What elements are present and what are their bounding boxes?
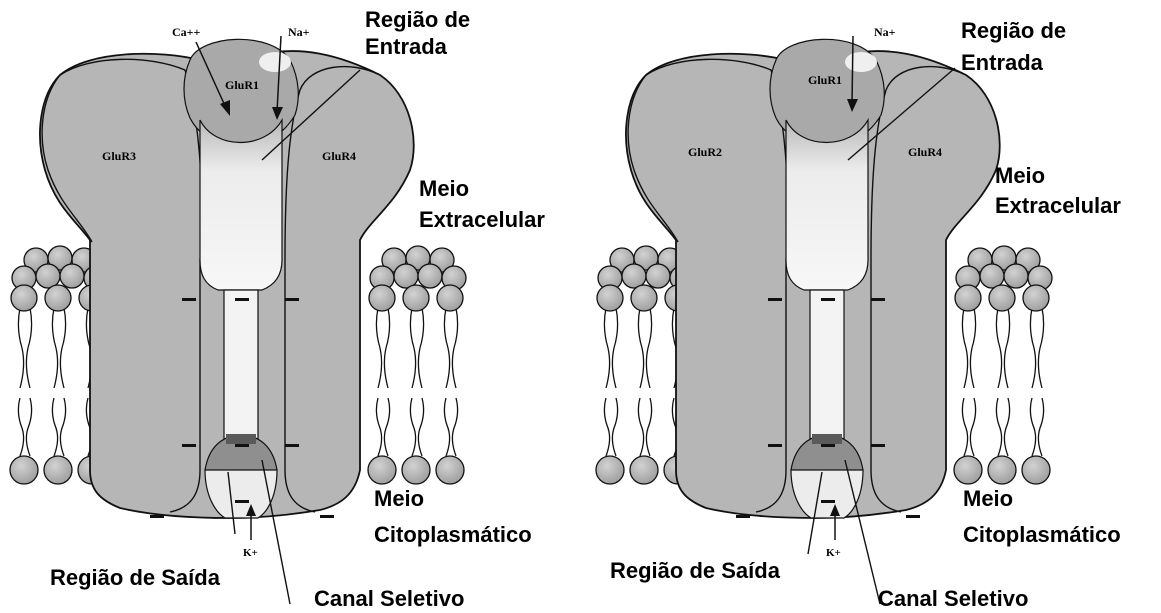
left-label-entrada-1: Região de <box>365 7 470 32</box>
right-subunit-left: GluR2 <box>688 145 722 159</box>
right-ion-na: Na+ <box>874 25 896 39</box>
right-panel: Na+ K+ GluR1 GluR2 GluR4 Região de Entra… <box>596 18 1121 611</box>
right-label-entrada-2: Entrada <box>961 50 1044 75</box>
right-label-saida: Região de Saída <box>610 558 781 583</box>
left-label-extracelular-1: Meio <box>419 176 469 201</box>
left-subunit-right: GluR4 <box>322 149 356 163</box>
right-label-extracelular-1: Meio <box>995 163 1045 188</box>
right-receptor <box>626 39 1000 518</box>
left-label-entrada-2: Entrada <box>365 34 448 59</box>
left-subunit-top: GluR1 <box>225 78 259 92</box>
left-ion-k: K+ <box>243 547 258 559</box>
right-label-citoplasmatico-2: Citoplasmático <box>963 522 1121 547</box>
right-subunit-top: GluR1 <box>808 73 842 87</box>
left-membrane-right <box>368 246 466 484</box>
right-label-canal: Canal Seletivo <box>878 586 1028 611</box>
left-label-citoplasmatico-1: Meio <box>374 486 424 511</box>
left-ion-ca: Ca++ <box>172 25 201 39</box>
left-subunit-left: GluR3 <box>102 149 136 163</box>
left-panel: Ca++ Na+ K+ GluR1 GluR3 GluR4 Região de … <box>10 7 545 611</box>
left-label-canal: Canal Seletivo <box>314 586 464 611</box>
left-ion-na: Na+ <box>288 25 310 39</box>
right-label-entrada-1: Região de <box>961 18 1066 43</box>
right-label-extracelular-2: Extracelular <box>995 193 1121 218</box>
right-subunit-right: GluR4 <box>908 145 942 159</box>
right-membrane-right <box>954 246 1052 484</box>
right-label-citoplasmatico-1: Meio <box>963 486 1013 511</box>
left-label-citoplasmatico-2: Citoplasmático <box>374 522 532 547</box>
right-ion-k: K+ <box>826 547 841 559</box>
left-label-extracelular-2: Extracelular <box>419 207 545 232</box>
left-label-saida: Região de Saída <box>50 565 221 590</box>
